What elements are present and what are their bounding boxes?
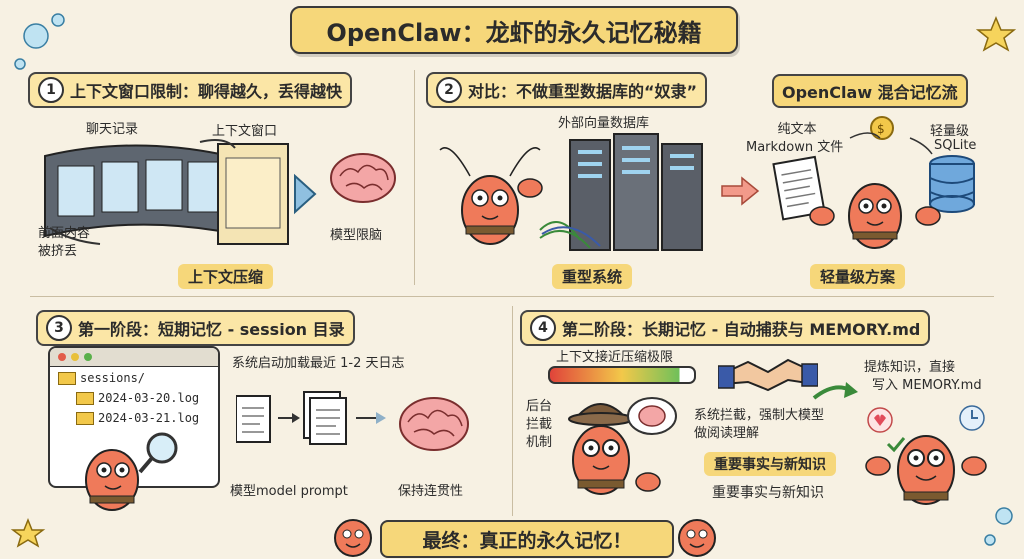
compression-limit-label: 上下文接近压缩极限 (556, 350, 674, 365)
final-banner-text: 最终：真正的永久记忆！ (422, 529, 632, 552)
close-dot-icon (58, 353, 66, 361)
light-solution-tag: 轻量级方案 (810, 264, 906, 289)
section-4-number: 4 (530, 315, 556, 341)
brain-icon (399, 397, 469, 451)
folder-row: sessions/ (58, 371, 210, 385)
session-window: sessions/ 2024-03-20.log 2024-03-21.log (48, 346, 220, 488)
lobster-left-icon (334, 519, 372, 557)
facts-label: 重要事实与新知识 (712, 485, 824, 501)
write-label-1: 提炼知识，直接 (864, 360, 956, 375)
bg-line-1: 后台 (526, 399, 553, 414)
file-folder-icon (76, 391, 94, 405)
divider-top (414, 70, 415, 285)
plaintext-label-2: Markdown 文件 (746, 140, 844, 155)
context-progress-bar (548, 366, 696, 384)
brain-label: 模型限脑 (330, 228, 383, 243)
prompt-flow-illustration (236, 391, 386, 445)
file-name: 2024-03-21.log (98, 411, 200, 425)
pushed-out-label-2: 被挤丢 (38, 244, 78, 259)
heavy-system-illustration (439, 133, 703, 251)
sqlite-label-2: SQLite (934, 138, 977, 153)
lobster-magnifier-illustration (85, 432, 178, 511)
section-2-title: 2 对比：不做重型数据库的“奴隶” (426, 72, 708, 108)
context-compression-tag: 上下文压缩 (178, 264, 274, 289)
divider-bottom (512, 306, 513, 516)
hybrid-flow-title: OpenClaw 混合记忆流 (772, 74, 968, 108)
background-mechanism-label: 后台 拦截 机制 (526, 398, 552, 452)
detective-lobster-illustration (568, 397, 677, 495)
bg-line-3: 机制 (526, 435, 553, 450)
divider-middle (30, 296, 994, 297)
section-4-title: 4 第二阶段：长期记忆 - 自动捕获与 MEMORY.md (520, 310, 931, 346)
folder-name: sessions/ (80, 371, 146, 385)
context-window-label: 上下文窗口 (212, 124, 278, 139)
folder-icon (58, 371, 76, 385)
light-solution-illustration: $ (772, 116, 975, 249)
bg-line-2: 拦截 (526, 417, 553, 432)
arrow-right-icon (721, 176, 760, 206)
handshake-icon (718, 358, 818, 392)
section-1-number: 1 (38, 77, 64, 103)
happy-lobster-illustration (865, 405, 987, 505)
file-folder-icon (76, 411, 94, 425)
section-3-number: 3 (46, 315, 72, 341)
heavy-system-tag: 重型系统 (552, 264, 633, 289)
hybrid-flow-title-text: OpenClaw 混合记忆流 (782, 83, 958, 102)
lobster-right-icon (678, 519, 716, 557)
window-titlebar (50, 348, 218, 367)
maximize-dot-icon (84, 353, 92, 361)
load-note: 系统启动加载最近 1-2 天日志 (232, 356, 405, 371)
file-row: 2024-03-20.log (76, 391, 210, 405)
pushed-out-label-1: 前面内容 (38, 226, 91, 241)
folder-tree: sessions/ 2024-03-20.log 2024-03-21.log (50, 367, 218, 429)
intercept-label-1: 系统拦截，强制大模型 (694, 408, 825, 423)
section-4-title-text: 第二阶段：长期记忆 - 自动捕获与 MEMORY.md (562, 320, 921, 339)
model-prompt-label: 模型model prompt (230, 484, 348, 499)
section-3-title-text: 第一阶段：短期记忆 - session 目录 (78, 320, 345, 339)
final-banner: 最终：真正的永久记忆！ (380, 520, 674, 558)
svg-text:$: $ (877, 122, 885, 136)
section-1-title: 1 上下文窗口限制：聊得越久，丢得越快 (28, 72, 353, 108)
chat-log-label: 聊天记录 (86, 122, 139, 137)
intercept-label-2: 做阅读理解 (694, 426, 760, 441)
minimize-dot-icon (71, 353, 79, 361)
file-name: 2024-03-20.log (98, 391, 200, 405)
vector-db-label: 外部向量数据库 (558, 116, 650, 131)
arrow-right-icon (812, 382, 858, 400)
file-row: 2024-03-21.log (76, 411, 210, 425)
plaintext-label-1: 纯文本 (777, 122, 817, 137)
section-1-title-text: 上下文窗口限制：聊得越久，丢得越快 (70, 82, 343, 101)
page-title: OpenClaw：龙虾的永久记忆秘籍 (290, 6, 738, 54)
sqlite-label-1: 轻量级 (930, 124, 970, 139)
section-3-title: 3 第一阶段：短期记忆 - session 目录 (36, 310, 355, 346)
film-strip-illustration (44, 139, 317, 245)
write-label-2: 写入 MEMORY.md (872, 378, 982, 393)
facts-tag: 重要事实与新知识 (704, 452, 836, 476)
section-2-title-text: 对比：不做重型数据库的“奴隶” (468, 82, 698, 101)
section-2-number: 2 (436, 77, 462, 103)
brain-icon (330, 153, 396, 203)
coherence-label: 保持连贯性 (398, 484, 464, 499)
